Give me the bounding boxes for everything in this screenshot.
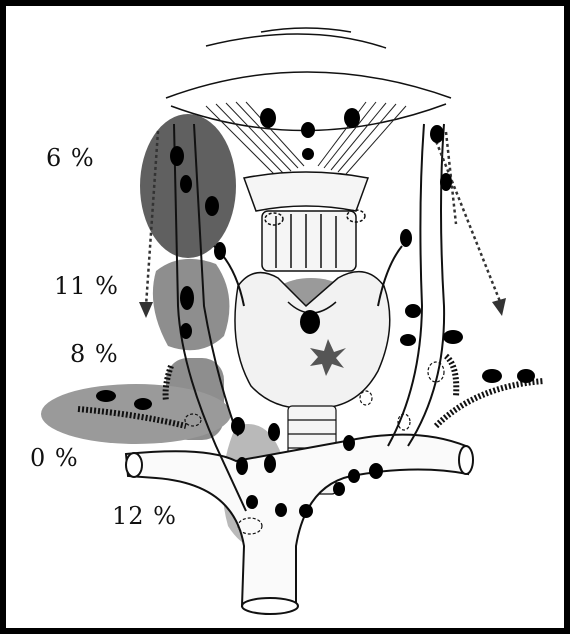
larynx	[244, 172, 368, 271]
percent-label-mid-left: 11 %	[54, 272, 119, 300]
vessels	[126, 435, 473, 614]
percent-label-lower-central: 12 %	[112, 502, 177, 530]
head-outline	[166, 28, 451, 131]
neck-lymph-node-diagram	[6, 6, 570, 640]
percent-label-upper-left: 6 %	[46, 144, 95, 172]
percent-label-paratracheal: 8 %	[70, 340, 119, 368]
neck-muscles	[206, 102, 406, 176]
percent-label-lateral-lower: 0 %	[30, 444, 79, 472]
